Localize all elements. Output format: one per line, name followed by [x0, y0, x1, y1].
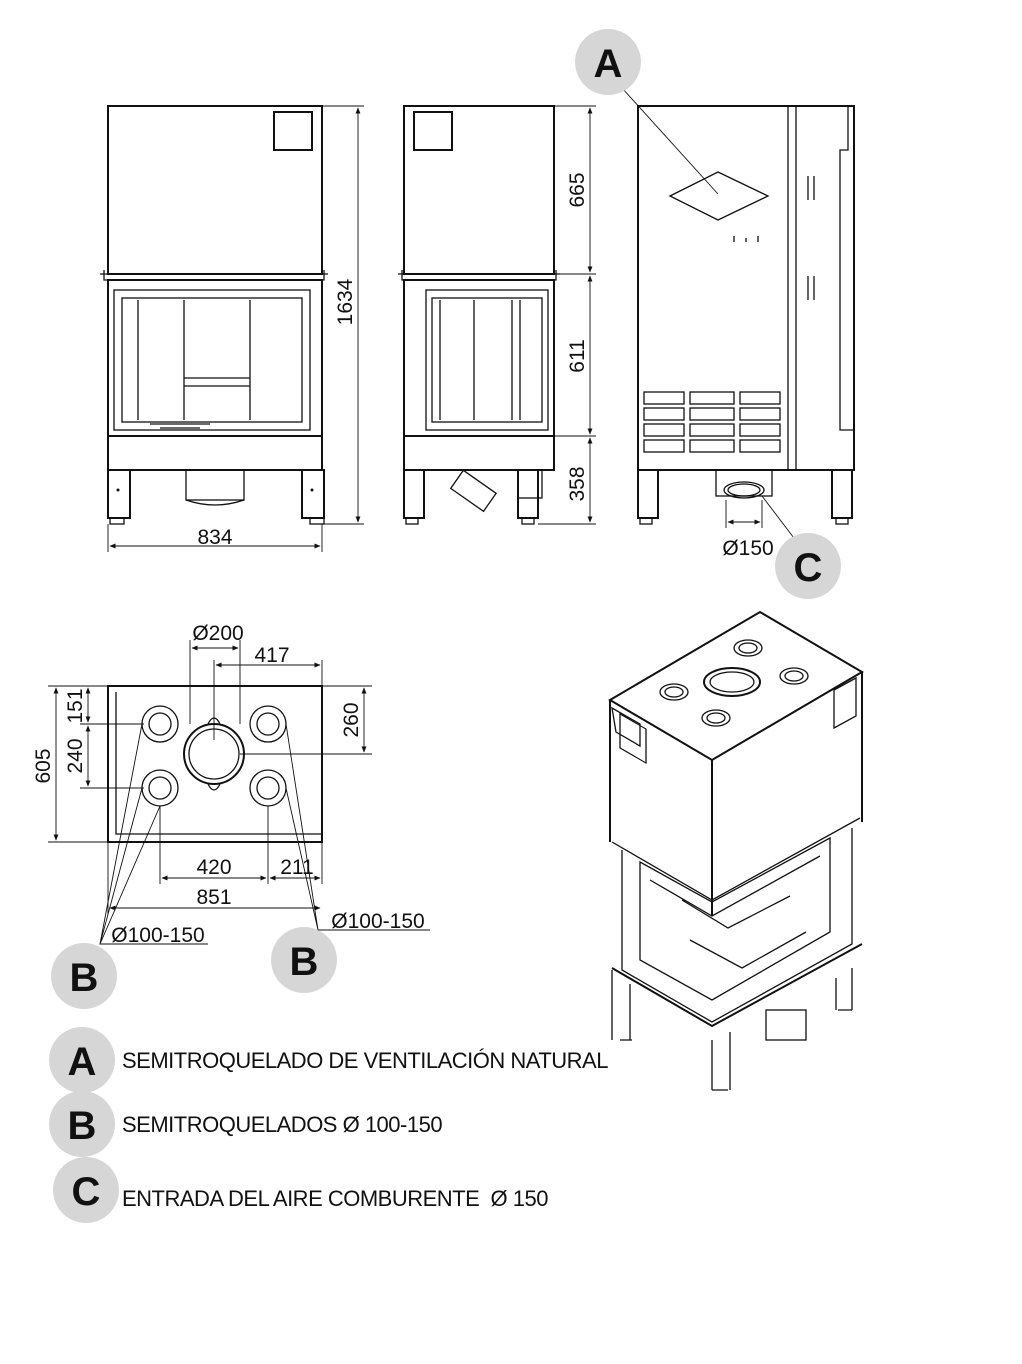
dim-260: 260	[340, 702, 363, 737]
dim-358: 358	[566, 466, 589, 501]
legend-text-b: SEMITROQUELADOS Ø 100-150	[122, 1112, 442, 1137]
dim-240: 240	[64, 738, 87, 773]
legend-item-b: B SEMITROQUELADOS Ø 100-150	[49, 1091, 443, 1157]
svg-text:B: B	[68, 1104, 97, 1148]
svg-text:C: C	[794, 546, 823, 590]
dim-834: 834	[197, 526, 232, 549]
front-view	[100, 105, 328, 525]
dim-1634: 1634	[334, 278, 357, 325]
isometric-view	[608, 610, 864, 1091]
dim-o100-150-right: Ø100-150	[331, 910, 424, 933]
callout-a: A	[575, 29, 641, 95]
side-dimensions: 665 611 358	[538, 105, 596, 525]
dim-151: 151	[64, 688, 87, 723]
dim-605: 605	[32, 748, 55, 783]
svg-text:B: B	[290, 940, 319, 984]
dim-o150: Ø150	[722, 537, 773, 560]
legend: A SEMITROQUELADO DE VENTILACIÓN NATURAL …	[49, 1027, 609, 1223]
back-view	[637, 105, 855, 525]
callout-b-left: B	[51, 943, 117, 1009]
svg-text:B: B	[70, 956, 99, 1000]
back-dimensions: Ø150	[621, 87, 801, 560]
legend-text-a: SEMITROQUELADO DE VENTILACIÓN NATURAL	[122, 1048, 608, 1073]
dim-611: 611	[566, 339, 589, 372]
dim-417: 417	[254, 644, 289, 667]
vent-panel	[273, 111, 313, 151]
svg-text:A: A	[594, 42, 623, 86]
top-dimensions: Ø200 417 260 605 151 240 420 211 851 Ø10…	[32, 622, 430, 947]
svg-text:A: A	[68, 1040, 97, 1084]
callout-b-right: B	[271, 927, 337, 993]
vent-grille	[643, 391, 781, 453]
svg-text:C: C	[72, 1170, 101, 1214]
dim-o200: Ø200	[192, 622, 243, 645]
dim-851: 851	[196, 886, 231, 909]
legend-item-c: C ENTRADA DEL AIRE COMBURENTE Ø 150	[53, 1157, 549, 1223]
side-view	[398, 105, 560, 525]
callout-c: C	[775, 533, 841, 599]
legend-item-a: A SEMITROQUELADO DE VENTILACIÓN NATURAL	[49, 1027, 609, 1093]
dim-o100-150-left: Ø100-150	[111, 924, 204, 947]
front-dimensions: 834 1634	[107, 105, 364, 552]
dim-665: 665	[566, 172, 589, 207]
top-view	[107, 685, 323, 843]
dim-420: 420	[196, 856, 231, 879]
vent-diamond	[668, 171, 770, 221]
legend-text-c: ENTRADA DEL AIRE COMBURENTE Ø 150	[122, 1186, 548, 1211]
